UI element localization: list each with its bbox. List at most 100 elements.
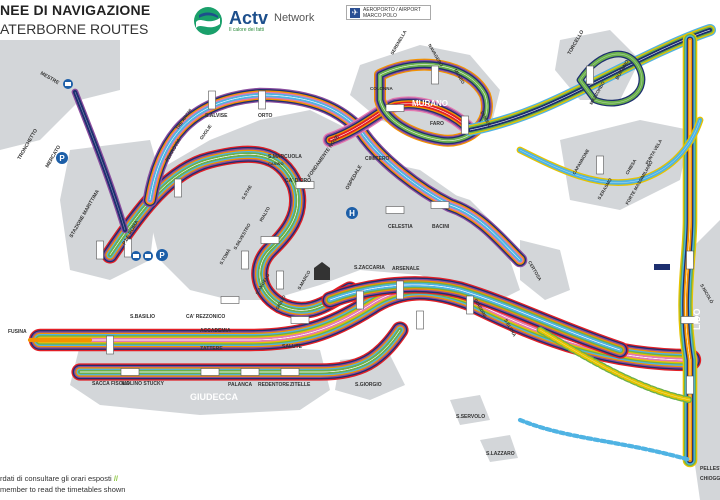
airport-line2: MARCO POLO bbox=[363, 12, 397, 19]
station-marker[interactable] bbox=[396, 280, 404, 300]
stop-label-faro: FARO bbox=[430, 121, 444, 127]
station-marker[interactable] bbox=[106, 335, 114, 355]
station-marker[interactable] bbox=[295, 181, 315, 189]
station-marker[interactable] bbox=[385, 104, 405, 112]
mainland bbox=[0, 40, 120, 150]
stop-label-s-basilio: S.BASILIO bbox=[130, 314, 155, 320]
network-label: Network bbox=[274, 12, 315, 24]
chioggia-dash-lightblue-line bbox=[517, 417, 693, 463]
bus-icon bbox=[131, 251, 141, 261]
stop-label-cimitero: CIMITERO bbox=[365, 156, 390, 162]
parking-icon: P bbox=[156, 249, 168, 261]
stop-label-bacini: BACINI bbox=[432, 224, 450, 230]
stop-label-s-marcuola: S.MARCUOLA bbox=[268, 154, 302, 160]
station-marker[interactable] bbox=[356, 290, 364, 310]
mestre-link-separator bbox=[74, 91, 126, 231]
footer-slashes: // bbox=[113, 474, 118, 483]
station-marker[interactable] bbox=[596, 155, 604, 175]
tronchetto-island bbox=[60, 140, 160, 280]
airport-line1: AEROPORTO / AIRPORT bbox=[363, 6, 421, 13]
station-marker[interactable] bbox=[280, 368, 300, 376]
actv-logo-icon bbox=[194, 7, 222, 35]
station-marker[interactable] bbox=[96, 240, 104, 260]
svg-text:P: P bbox=[159, 251, 165, 260]
actv-brand: Actv Il calore dei fatti bbox=[193, 6, 268, 36]
stop-label-casino: CASINÒ bbox=[268, 161, 284, 166]
lido-island bbox=[690, 220, 720, 500]
station-marker[interactable] bbox=[241, 250, 249, 270]
station-marker[interactable] bbox=[431, 65, 439, 85]
north-lagoon-separator bbox=[469, 29, 711, 131]
station-marker[interactable] bbox=[208, 90, 216, 110]
giudecca-bundle-separator bbox=[80, 329, 401, 373]
sservolo-island bbox=[450, 395, 490, 425]
north-venice bbox=[330, 150, 470, 230]
parking-icon: P bbox=[56, 152, 68, 164]
stop-label-salute: SALUTE bbox=[282, 344, 303, 350]
stop-label-orto: ORTO bbox=[258, 113, 272, 119]
stop-label-redentore: REDENTORE bbox=[258, 382, 290, 388]
station-marker[interactable] bbox=[385, 206, 405, 214]
stop-label-pellestrina: PELLEST bbox=[700, 466, 720, 472]
serasmo-link-separator bbox=[519, 119, 701, 183]
stop-label-guglie: GUGLIE bbox=[199, 124, 213, 141]
station-marker[interactable] bbox=[686, 250, 694, 270]
svg-text:P: P bbox=[59, 154, 65, 163]
airport-box: ✈ AEROPORTO / AIRPORT MARCO POLO bbox=[346, 5, 431, 20]
lido-south-separator bbox=[539, 329, 691, 401]
svg-text:H: H bbox=[349, 209, 355, 218]
footer-note-italian: rdati di consultare gli orari esposti // bbox=[0, 474, 118, 483]
stop-label-colonna: COLONNA bbox=[370, 86, 393, 91]
station-marker[interactable] bbox=[174, 178, 182, 198]
station-marker[interactable] bbox=[680, 316, 700, 324]
title-english: ATERBORNE ROUTES bbox=[0, 21, 149, 37]
stop-label-molino-stucky: MOLINO STUCKY bbox=[122, 381, 165, 387]
station-marker[interactable] bbox=[258, 90, 266, 110]
stop-label-celestia: CELESTIA bbox=[388, 224, 413, 230]
station-marker[interactable] bbox=[686, 375, 694, 395]
station-marker[interactable] bbox=[260, 236, 280, 244]
stop-label-lido: LIDO bbox=[692, 309, 702, 331]
stop-label-sacca-fisola: SACCA FISOLA bbox=[92, 381, 130, 387]
stop-label-giudecca: GIUDECCA bbox=[190, 392, 239, 402]
station-marker[interactable] bbox=[200, 368, 220, 376]
station-marker[interactable] bbox=[290, 316, 310, 324]
riva-bundle-separator bbox=[329, 284, 621, 351]
stop-label-s-giorgio: S.GIORGIO bbox=[355, 382, 382, 388]
slazzaro-island bbox=[480, 435, 518, 462]
certosa-island bbox=[520, 240, 570, 300]
station-marker[interactable] bbox=[240, 368, 260, 376]
stop-label-ca-doro: CA' D'ORO bbox=[285, 178, 311, 184]
stop-label-arsenale: ARSENALE bbox=[392, 266, 420, 272]
station-marker[interactable] bbox=[461, 115, 469, 135]
bus-icon bbox=[143, 251, 153, 261]
stop-label-zitelle: ZITELLE bbox=[290, 382, 311, 388]
car-ferry-icon bbox=[654, 264, 670, 270]
station-marker[interactable] bbox=[276, 270, 284, 290]
station-marker[interactable] bbox=[220, 296, 240, 304]
stop-label-s-alvise: S.ALVISE bbox=[205, 113, 228, 119]
church-icon bbox=[314, 262, 330, 280]
stop-label-ca-rezzonico: CA' REZZONICO bbox=[186, 314, 225, 320]
station-marker[interactable] bbox=[586, 65, 594, 85]
stop-label-zattere: ZATTERE bbox=[200, 346, 223, 352]
stop-label-s-zaccaria: S.ZACCARIA bbox=[354, 265, 385, 271]
station-marker[interactable] bbox=[120, 368, 140, 376]
footer-note-english: member to read the timetables shown bbox=[0, 485, 126, 494]
station-marker[interactable] bbox=[124, 238, 132, 258]
stop-label-palanca: PALANCA bbox=[228, 382, 252, 388]
station-marker[interactable] bbox=[430, 201, 450, 209]
station-marker[interactable] bbox=[416, 310, 424, 330]
stop-label-fusina: FUSINA bbox=[8, 329, 27, 335]
station-marker[interactable] bbox=[466, 295, 474, 315]
stop-label-s-servolo: S.SERVOLO bbox=[456, 414, 485, 420]
title-italian: NEE DI NAVIGAZIONE bbox=[0, 2, 151, 18]
stop-label-accademia: ACCADEMIA bbox=[200, 328, 231, 334]
brand-name: Actv bbox=[229, 8, 269, 28]
stop-label-s-lazzaro: S.LAZZARO bbox=[486, 451, 515, 457]
grand-canal-loop-separator bbox=[109, 154, 351, 311]
brand-subtitle: Il calore dei fatti bbox=[229, 27, 265, 33]
bus-icon bbox=[63, 79, 73, 89]
stop-label-murano: MURANO bbox=[412, 99, 448, 108]
